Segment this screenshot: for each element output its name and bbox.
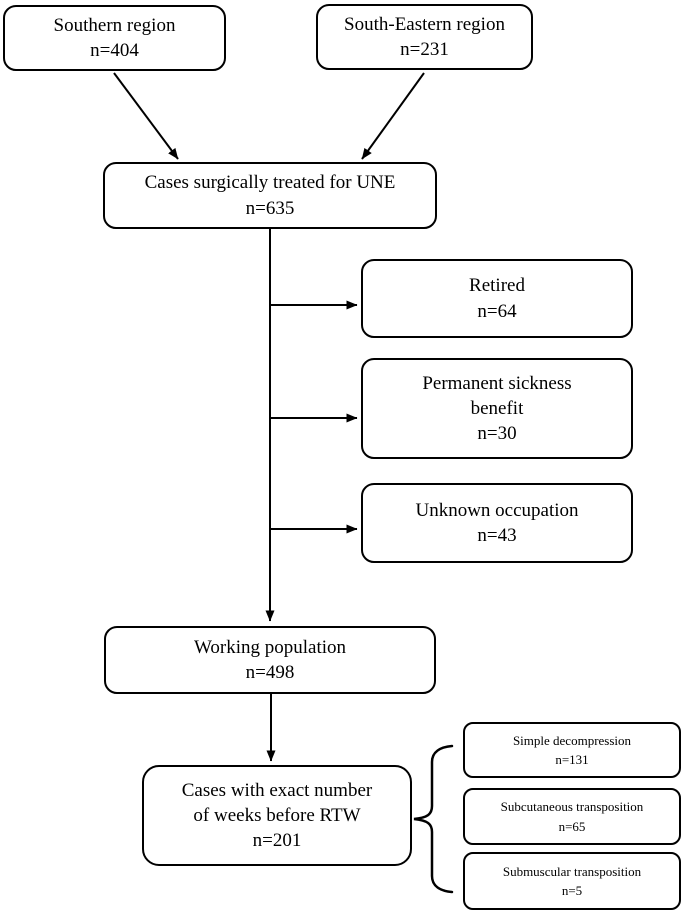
box-cases-treated-une: Cases surgically treated for UNE n=635	[103, 162, 437, 229]
brace-rtw-to-surgery-types	[413, 744, 454, 894]
box-permanent-sickness-benefit: Permanent sickness benefit n=30	[361, 358, 633, 459]
box-southern-region: Southern region n=404	[3, 5, 226, 71]
box-label: Retired	[469, 275, 525, 297]
box-submuscular-transposition: Submuscular transposition n=5	[463, 852, 681, 910]
box-count: n=201	[252, 830, 302, 852]
box-label: Cases surgically treated for UNE	[144, 172, 396, 194]
box-simple-decompression: Simple decompression n=131	[463, 722, 681, 778]
box-label: Subcutaneous transposition	[500, 799, 644, 814]
box-label: Working population	[193, 636, 347, 658]
box-label: Simple decompression	[512, 732, 632, 748]
box-label: Southern region	[53, 14, 176, 36]
box-retired: Retired n=64	[361, 259, 633, 338]
box-count: n=231	[400, 39, 449, 60]
box-count: n=65	[558, 818, 586, 834]
box-label: of weeks before RTW	[193, 804, 361, 826]
box-count: n=43	[477, 525, 517, 546]
box-label: benefit	[470, 397, 524, 419]
box-subcutaneous-transposition: Subcutaneous transposition n=65	[463, 788, 681, 845]
box-cases-exact-weeks-rtw: Cases with exact number of weeks before …	[142, 765, 412, 866]
box-count: n=30	[477, 423, 517, 445]
arrow-southeastern-to-une	[361, 72, 425, 160]
box-count: n=131	[555, 752, 589, 767]
box-label: Permanent sickness	[422, 372, 572, 394]
box-unknown-occupation: Unknown occupation n=43	[361, 483, 633, 563]
arrow-southern-to-une	[113, 72, 179, 160]
box-working-population: Working population n=498	[104, 626, 436, 694]
box-label: Unknown occupation	[415, 499, 579, 521]
box-label: South-Eastern region	[344, 13, 505, 35]
box-count: n=498	[245, 662, 295, 683]
box-south-eastern-region: South-Eastern region n=231	[316, 4, 533, 70]
box-label: Submuscular transposition	[502, 863, 642, 879]
box-count: n=635	[245, 197, 295, 219]
box-count: n=5	[561, 883, 583, 898]
box-count: n=404	[90, 40, 139, 61]
box-count: n=64	[477, 300, 517, 322]
box-label: Cases with exact number	[181, 779, 373, 801]
